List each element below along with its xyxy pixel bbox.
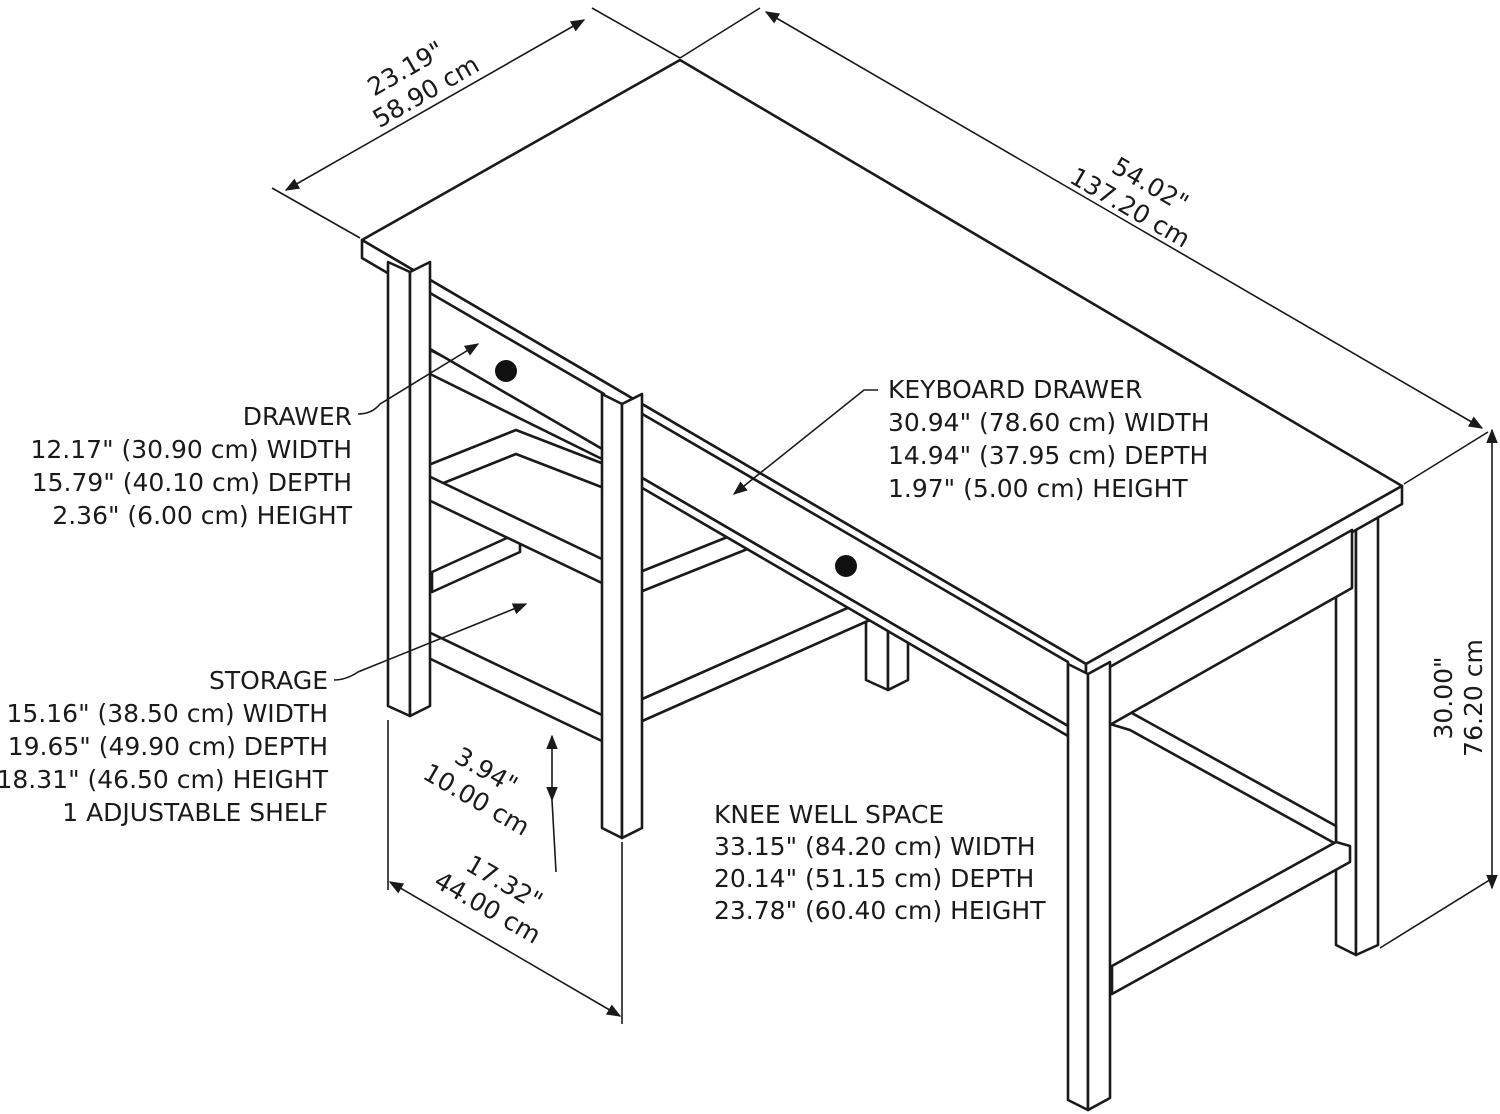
front-middle-leg: [600, 392, 644, 840]
storage-shelf-note: 1 ADJUSTABLE SHELF: [62, 798, 328, 827]
shelf-clearance-dimension-label: 3.94" 10.00 cm: [418, 741, 534, 841]
depth-dimension-label: 23.19" 58.90 cm: [363, 35, 485, 133]
drawer-title: DRAWER: [243, 402, 352, 431]
width-dimension-label: 54.02" 137.20 cm: [1065, 151, 1195, 253]
dimension-lines: [271, 7, 1498, 1024]
bottom-rear-rail: [638, 596, 872, 724]
drawer-height: 2.36" (6.00 cm) HEIGHT: [52, 501, 352, 530]
storage-title: STORAGE: [209, 666, 328, 695]
keyboard-drawer-depth: 14.94" (37.95 cm) DEPTH: [888, 441, 1208, 470]
storage-leader: [333, 603, 528, 681]
keyboard-drawer-width: 30.94" (78.60 cm) WIDTH: [888, 408, 1210, 437]
callout-leaders: [333, 343, 878, 681]
knee-well-height: 23.78" (60.40 cm) HEIGHT: [714, 896, 1046, 925]
drawer-knob: [495, 360, 517, 382]
knee-well-title: KNEE WELL SPACE: [714, 800, 944, 829]
storage-height: 18.31" (46.50 cm) HEIGHT: [0, 765, 329, 794]
storage-back-rail: [430, 530, 522, 594]
storage-tower: [414, 348, 872, 744]
front-left-leg: [386, 260, 432, 718]
drawer-width: 12.17" (30.90 cm) WIDTH: [31, 435, 353, 464]
desk-illustration: [360, 58, 1404, 1112]
drawer-leader: [357, 343, 480, 415]
keyboard-drawer-title: KEYBOARD DRAWER: [888, 375, 1142, 404]
leg-to-leg-dimension-label: 17.32" 44.00 cm: [429, 849, 547, 949]
height-dimension-label: 30.00" 76.20 cm: [1429, 639, 1488, 757]
keyboard-drawer-leader: [732, 389, 878, 495]
drawer-depth: 15.79" (40.10 cm) DEPTH: [32, 468, 352, 497]
storage-callout: STORAGE 15.16" (38.50 cm) WIDTH 19.65" (…: [0, 666, 329, 827]
knee-well-callout: KNEE WELL SPACE 33.15" (84.20 cm) WIDTH …: [714, 800, 1046, 925]
storage-width: 15.16" (38.50 cm) WIDTH: [7, 699, 329, 728]
bottom-shelf: [414, 624, 606, 744]
keyboard-drawer-height: 1.97" (5.00 cm) HEIGHT: [888, 474, 1188, 503]
front-right-leg: [1066, 660, 1112, 1112]
keyboard-drawer-callout: KEYBOARD DRAWER 30.94" (78.60 cm) WIDTH …: [888, 375, 1210, 503]
keyboard-drawer-knob: [835, 555, 857, 577]
height-cm: 76.20 cm: [1459, 639, 1488, 757]
knee-well-depth: 20.14" (51.15 cm) DEPTH: [714, 864, 1034, 893]
right-side-stretchers: [1108, 704, 1352, 996]
knee-well-width: 33.15" (84.20 cm) WIDTH: [714, 832, 1036, 861]
drawer-callout: DRAWER 12.17" (30.90 cm) WIDTH 15.79" (4…: [31, 402, 353, 530]
height-inches: 30.00": [1429, 656, 1458, 739]
storage-depth: 19.65" (49.90 cm) DEPTH: [8, 732, 328, 761]
